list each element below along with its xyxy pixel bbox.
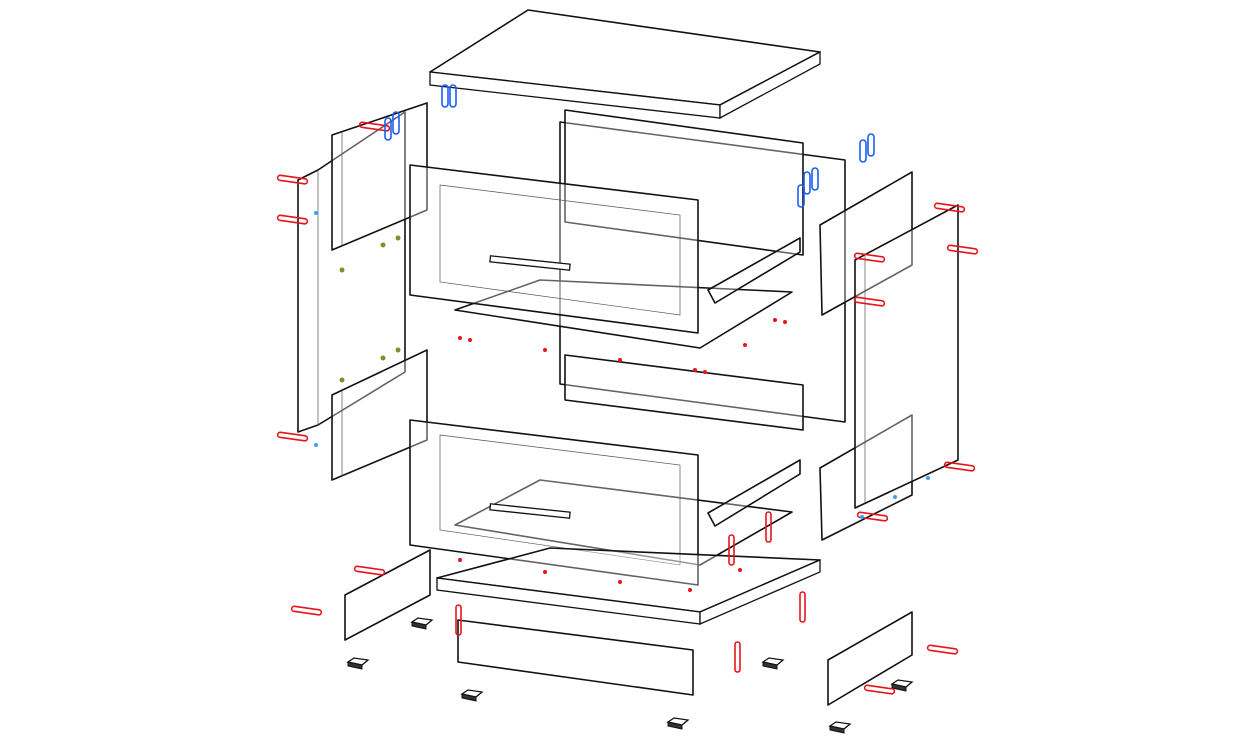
cam-bolt-icon [392, 111, 400, 135]
back-panel [559, 121, 846, 423]
upper-drawer-handle [489, 255, 571, 271]
dowel-icon [290, 605, 323, 616]
connector-icon [395, 347, 401, 353]
dowel-icon [926, 644, 959, 655]
dowel-icon [734, 641, 741, 673]
left-lower-rail-panel [331, 349, 428, 481]
foot-icon [666, 717, 690, 730]
dowel-icon [353, 565, 386, 576]
cam-bolt-icon [811, 167, 819, 191]
dowel-icon [276, 214, 309, 225]
connector-icon [380, 242, 386, 248]
cam-bolt-icon [384, 117, 392, 141]
dowel-hole-icon [458, 336, 462, 340]
dowel-hole-icon [693, 368, 697, 372]
cam-bolt-icon [803, 171, 811, 195]
connector-icon [395, 235, 401, 241]
lower-drawer-front [409, 419, 699, 586]
dowel-hole-icon [543, 570, 547, 574]
dowel-hole-icon [688, 588, 692, 592]
cam-lock-icon [926, 476, 930, 480]
connector-icon [339, 267, 345, 273]
dowels [276, 121, 979, 695]
connector-icon [380, 355, 386, 361]
dowel-icon [358, 121, 391, 132]
cam-bolt-icon [797, 184, 805, 208]
foot-icon [890, 679, 914, 692]
dowel-icon [765, 511, 772, 543]
dowel-icon [276, 174, 309, 185]
dowel-icon [856, 511, 889, 522]
dowel-hole-icon [458, 558, 462, 562]
left-side-panel [297, 111, 406, 433]
cam-bolt-icon [441, 84, 449, 108]
dowel-hole-icon [618, 358, 622, 362]
lower-drawer-side-rail [707, 459, 801, 527]
right-side-panel [854, 204, 959, 509]
dowel-icon [853, 252, 886, 263]
lower-drawer-handle [489, 503, 571, 519]
foot-icon [410, 617, 434, 630]
left-upper-rail-panel [331, 102, 428, 251]
foot-icon [460, 689, 484, 702]
dowel-icon [799, 591, 806, 623]
dowel-hole-icon [618, 580, 622, 584]
dowel-hole-icon [468, 338, 472, 342]
right-lower-rail-panel [819, 414, 913, 541]
dowel-icon [946, 244, 979, 255]
dowel-icon [728, 534, 735, 566]
dowel-icon [853, 296, 886, 307]
connector-icon [339, 377, 345, 383]
dowel-hole-icon [743, 343, 747, 347]
cam-lock-icon [314, 443, 318, 447]
plinth-left [344, 549, 431, 641]
foot-icon [828, 721, 852, 734]
back-rail-lower [564, 354, 804, 431]
cam-lock-icon [860, 515, 864, 519]
plinth-front [457, 619, 694, 696]
foot-icon [761, 657, 785, 670]
plinth-right [827, 611, 913, 706]
top-panel [429, 9, 821, 120]
base-panel [436, 547, 821, 625]
foot-icon [346, 657, 370, 670]
cam-bolt-icon [449, 84, 457, 108]
dowel-hole-icon [703, 370, 707, 374]
cam-bolt-icon [859, 139, 867, 163]
dowel-icon [276, 431, 309, 442]
cam-fittings [314, 84, 930, 519]
dowel-hole-icon [738, 568, 742, 572]
adjustable-feet [346, 617, 914, 734]
dowel-hole-icon [773, 318, 777, 322]
dowel-hole-icon [543, 348, 547, 352]
cam-lock-icon [893, 495, 897, 499]
dowel-icon [943, 461, 976, 472]
right-upper-rail-panel [819, 171, 913, 316]
back-rail-upper [564, 109, 804, 256]
cam-lock-icon [314, 211, 318, 215]
dowel-hole-icon [783, 320, 787, 324]
upper-drawer-bottom [454, 279, 793, 349]
dowel-icon [863, 684, 896, 695]
upper-drawer-side-rail [707, 237, 801, 304]
dowel-icon [455, 604, 462, 636]
upper-drawer-front [409, 164, 699, 334]
cam-bolt-icon [867, 133, 875, 157]
dowel-icon [933, 202, 966, 213]
